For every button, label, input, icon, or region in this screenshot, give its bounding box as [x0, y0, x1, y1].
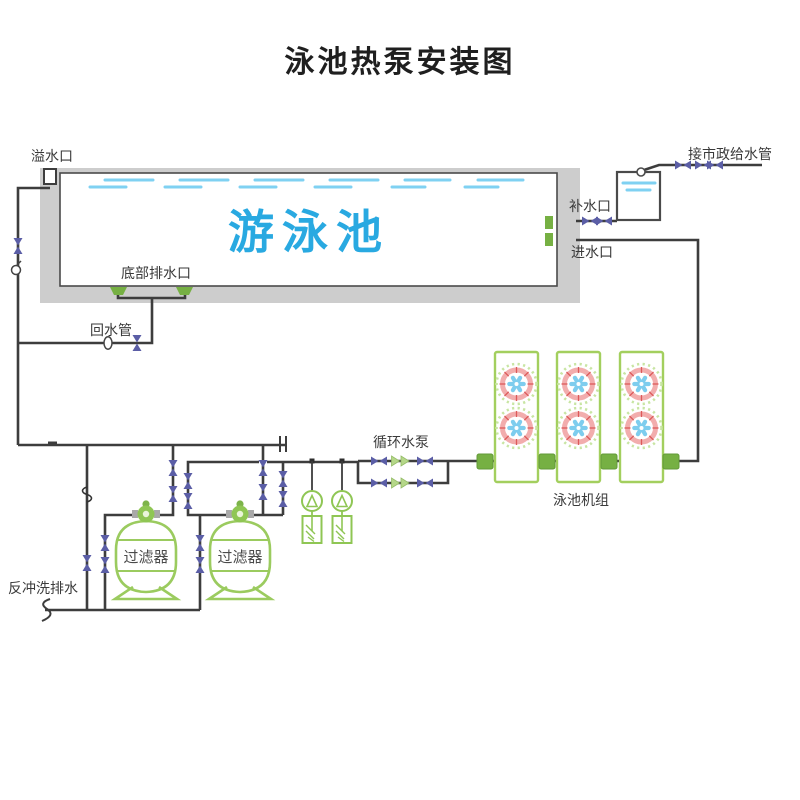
bottom-drain-icon: [176, 287, 193, 295]
label-circ-pump: 循环水泵: [373, 435, 429, 451]
union-fitting: [48, 441, 57, 446]
label-backwash: 反冲洗排水: [8, 581, 78, 597]
dosing-device: [331, 460, 353, 544]
pool: 游泳池: [40, 168, 580, 303]
pool-wall: [40, 168, 580, 303]
pump-icon: [391, 455, 410, 467]
unit-connector-block: [538, 453, 556, 470]
overflow-pipe: [16, 186, 50, 445]
pool-basin: [59, 172, 558, 287]
label-inlet-port: 进水口: [571, 245, 613, 261]
filter2-risers: [252, 445, 285, 517]
label-bottom-drain: 底部排水口: [121, 266, 191, 282]
bottom-drain-icon: [110, 287, 127, 295]
tank-body: [615, 170, 662, 222]
tank-water-lines: [621, 181, 657, 192]
pump-suction-header-left: [186, 460, 259, 517]
label-overflow: 溢水口: [31, 149, 73, 165]
float-valve-icon: [636, 167, 646, 177]
pipe-crossing-icon: [81, 486, 93, 503]
heat-pump-units: [476, 350, 680, 484]
filter1-waste-pipe: [103, 513, 135, 610]
label-makeup-port: 补水口: [569, 199, 611, 215]
balance-tank: [615, 167, 662, 222]
pipe-network: [10, 163, 762, 622]
municipal-pipe: [643, 163, 762, 172]
page-title: 泳池热泵安装图: [285, 45, 516, 80]
filter-right-label: 过滤器: [217, 548, 262, 566]
gauge-icon: [10, 264, 22, 276]
dosing-device: [301, 460, 323, 544]
filter-left-label: 过滤器: [123, 548, 168, 566]
pool-name-label: 游泳池: [228, 205, 390, 259]
pipe-break-icon: [279, 436, 287, 452]
filter1-inlet-riser: [157, 445, 175, 517]
label-pool-units: 泳池机组: [553, 493, 609, 509]
check-valve-icon: [103, 336, 113, 350]
backwash-break-squiggle: [41, 598, 52, 622]
unit-connector-block: [662, 453, 680, 470]
gauge-stem: [16, 260, 22, 266]
makeup-port-icon: [545, 216, 553, 229]
unit-connector-block: [476, 453, 494, 470]
inlet-port-icon: [545, 233, 553, 246]
label-return-pipe: 回水管: [90, 323, 132, 339]
water-wave-lines: [88, 178, 525, 189]
unit-connector-block: [600, 453, 618, 470]
overflow-port-icon: [43, 168, 57, 185]
pump-icon: [391, 477, 410, 489]
label-municipal: 接市政给水管: [688, 146, 772, 163]
